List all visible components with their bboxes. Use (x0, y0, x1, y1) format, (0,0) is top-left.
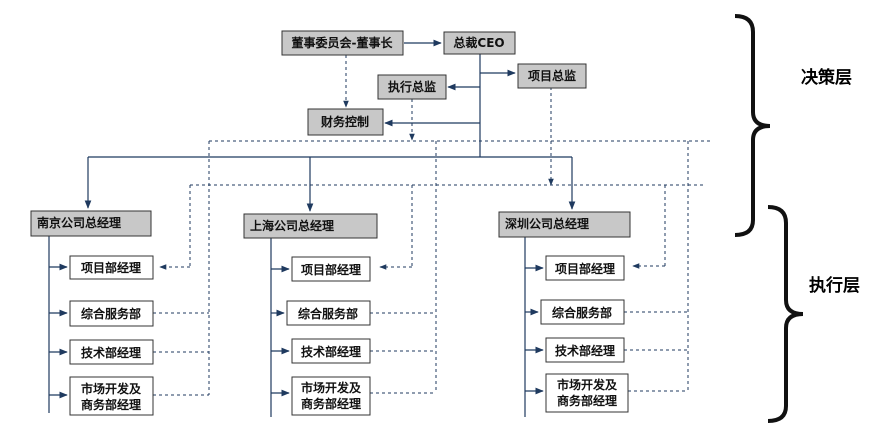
nanjing-project-mgr-node: 项目部经理 (69, 255, 154, 280)
shanghai-service-label: 综合服务部 (298, 306, 358, 321)
execution-layer-label: 执行层 (809, 275, 860, 296)
shanghai-project-mgr-label: 项目部经理 (301, 262, 361, 277)
shenzhen-service-node: 综合服务部 (540, 299, 625, 325)
project-director-label: 项目总监 (528, 68, 576, 83)
shenzhen-market-label-line1: 市场开发及 (557, 377, 618, 392)
shanghai-market-label-line1: 市场开发及 (301, 380, 362, 395)
board-node: 董事委员会-董事长 (281, 30, 404, 56)
shenzhen-gm-node: 深圳公司总经理 (498, 211, 631, 238)
shenzhen-project-mgr-node: 项目部经理 (545, 255, 625, 281)
nanjing-service-label: 综合服务部 (81, 306, 141, 321)
ceo-node: 总裁CEO (443, 31, 516, 55)
nanjing-project-mgr-label: 项目部经理 (81, 260, 141, 275)
project-director-node: 项目总监 (517, 63, 587, 89)
shanghai-tech-label: 技术部经理 (301, 344, 361, 359)
nanjing-service-node: 综合服务部 (69, 300, 154, 327)
shenzhen-market-label-line2: 商务部经理 (557, 393, 617, 408)
shenzhen-tech-label: 技术部经理 (555, 343, 615, 358)
execution-layer-brace (767, 205, 804, 423)
shanghai-project-mgr-node: 项目部经理 (291, 256, 371, 282)
shanghai-market-node: 市场开发及 商务部经理 (291, 376, 371, 416)
nanjing-gm-node: 南京公司总经理 (30, 210, 152, 237)
shenzhen-tech-node: 技术部经理 (545, 337, 625, 363)
shanghai-service-node: 综合服务部 (286, 300, 371, 326)
finance-node: 财务控制 (307, 108, 384, 136)
decision-layer-label: 决策层 (801, 67, 852, 88)
shanghai-market-label-line2: 商务部经理 (301, 396, 361, 411)
shanghai-gm-node: 上海公司总经理 (243, 213, 378, 239)
nanjing-market-label-line1: 市场开发及 (81, 381, 142, 396)
exec-director-node: 执行总监 (377, 74, 447, 100)
shenzhen-project-mgr-label: 项目部经理 (555, 261, 615, 276)
shenzhen-service-label: 综合服务部 (552, 305, 612, 320)
nanjing-market-node: 市场开发及 商务部经理 (69, 376, 154, 416)
nanjing-market-label-line2: 商务部经理 (81, 397, 141, 412)
exec-director-label: 执行总监 (388, 79, 436, 94)
nanjing-tech-label: 技术部经理 (81, 345, 141, 360)
nanjing-gm-label: 南京公司总经理 (37, 215, 121, 230)
shanghai-tech-node: 技术部经理 (291, 338, 371, 364)
board-label: 董事委员会-董事长 (292, 35, 394, 50)
ceo-label: 总裁CEO (453, 35, 504, 50)
shenzhen-gm-label: 深圳公司总经理 (505, 216, 589, 231)
decision-layer-brace (734, 14, 771, 237)
shanghai-gm-label: 上海公司总经理 (250, 218, 334, 233)
shenzhen-market-node: 市场开发及 商务部经理 (545, 373, 629, 413)
finance-label: 财务控制 (320, 114, 369, 129)
nanjing-tech-node: 技术部经理 (69, 339, 154, 365)
